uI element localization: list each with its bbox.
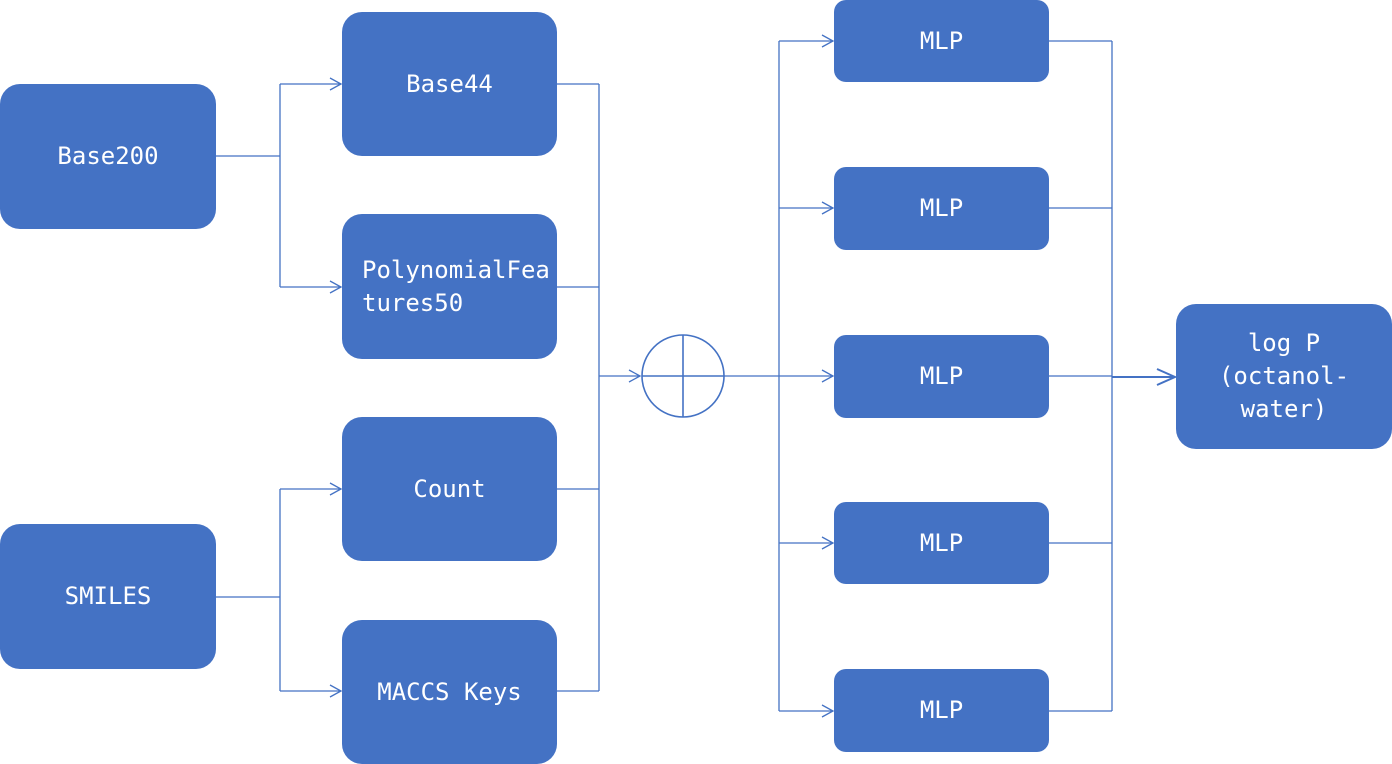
node-polynomial-features: PolynomialFeatures50	[342, 214, 557, 359]
node-output-logp: log P (octanol- water)	[1176, 304, 1392, 449]
node-smiles: SMILES	[0, 524, 216, 669]
node-maccs-keys-label: MACCS Keys	[377, 677, 522, 706]
node-base44: Base44	[342, 12, 557, 156]
node-count-label: Count	[413, 474, 486, 503]
node-mlp-3: MLP	[834, 335, 1049, 418]
node-polynomial-features-label: PolynomialFeatures50	[362, 255, 550, 317]
node-base200-label: Base200	[57, 142, 159, 170]
node-maccs-keys: MACCS Keys	[342, 620, 557, 764]
node-base200: Base200	[0, 84, 216, 229]
node-smiles-label: SMILES	[64, 582, 152, 610]
node-mlp-2: MLP	[834, 167, 1049, 250]
node-mlp-4-label: MLP	[919, 528, 964, 557]
node-output-label: log P (octanol- water)	[1218, 329, 1350, 423]
node-base44-label: Base44	[406, 69, 493, 98]
node-mlp-5: MLP	[834, 669, 1049, 752]
node-mlp-1: MLP	[834, 0, 1049, 82]
node-mlp-4: MLP	[834, 502, 1049, 584]
node-mlp-5-label: MLP	[919, 696, 964, 724]
node-mlp-3-label: MLP	[919, 362, 964, 390]
node-mlp-2-label: MLP	[919, 194, 964, 222]
node-count: Count	[342, 417, 557, 561]
node-mlp-1-label: MLP	[919, 26, 964, 55]
